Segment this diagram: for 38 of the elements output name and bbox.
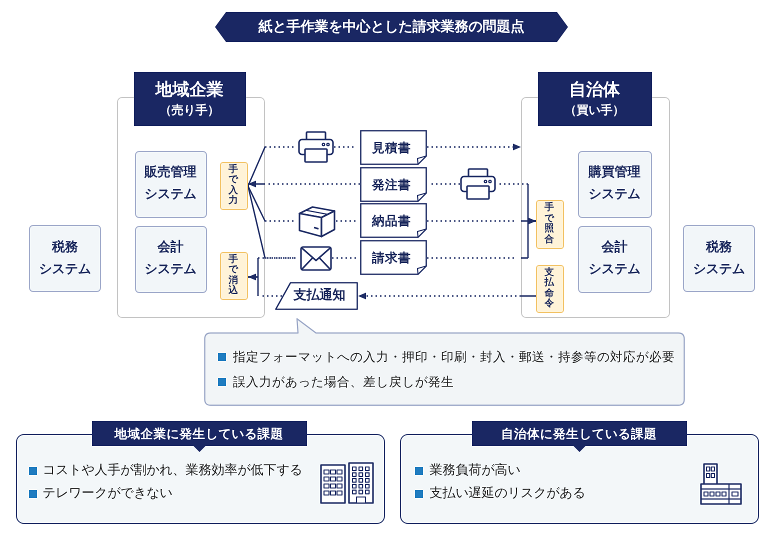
document-slip: 支払通知 bbox=[275, 282, 358, 310]
document-box: 請求書 bbox=[360, 240, 427, 275]
document-box: 見積書 bbox=[360, 130, 427, 165]
subheading: （売り手） bbox=[160, 102, 220, 118]
system-box: 会計システム bbox=[578, 226, 652, 292]
arrow bbox=[427, 218, 536, 259]
bullet-text: 業務負荷が高い bbox=[430, 462, 520, 480]
arrow bbox=[248, 274, 282, 297]
box-icon bbox=[298, 205, 336, 238]
document-box: 納品書 bbox=[360, 203, 427, 238]
printer-icon bbox=[298, 131, 334, 163]
subheading: （買い手） bbox=[564, 102, 624, 118]
document-box: 発注書 bbox=[360, 167, 427, 202]
system-box: 販売管理システム bbox=[134, 150, 206, 218]
arrow bbox=[358, 292, 536, 300]
heading-tab: 地域企業に発生している課題 bbox=[92, 420, 306, 452]
heading: 地域企業 bbox=[156, 79, 224, 102]
arrow bbox=[248, 180, 360, 188]
bullet-text: 支払い遅延のリスクがある bbox=[430, 484, 586, 502]
system-box: 税務システム bbox=[29, 225, 101, 292]
arrow bbox=[427, 144, 521, 150]
bullet-text: テレワークができない bbox=[42, 484, 172, 502]
note-tag: 支払命令 bbox=[536, 264, 564, 312]
system-box: 会計システム bbox=[134, 226, 206, 292]
title-banner: 紙と手作業を中心とした請求業務の問題点 bbox=[215, 12, 568, 42]
bullet-text: コストや人手が割かれ、業務効率が低下する bbox=[42, 462, 302, 480]
note-tag: 手で消込 bbox=[220, 252, 248, 300]
bullet-text: 指定フォーマットへの入力・押印・印刷・封入・郵送・持参等の対応が必要 bbox=[233, 348, 675, 366]
envelope-icon bbox=[300, 246, 332, 271]
printer-icon bbox=[460, 168, 496, 200]
note-tag: 手で入力 bbox=[220, 162, 248, 210]
callout-box bbox=[204, 318, 685, 406]
note-tag: 手で照合 bbox=[536, 200, 564, 248]
heading-tab: 自治体に発生している課題 bbox=[472, 420, 686, 452]
bullet-text: 誤入力があった場合、差し戻しが発生 bbox=[233, 373, 454, 391]
heading: 自治体 bbox=[569, 79, 620, 102]
system-box: 購買管理システム bbox=[578, 150, 652, 218]
system-box: 税務システム bbox=[683, 225, 755, 292]
